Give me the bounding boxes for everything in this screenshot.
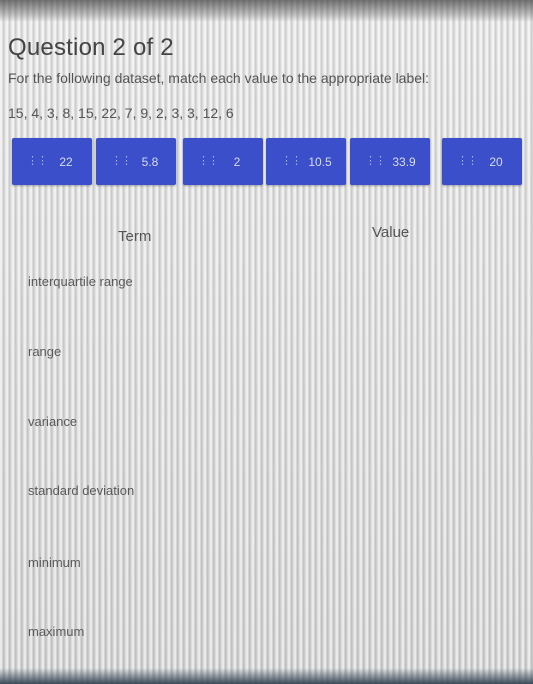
answer-chip-22[interactable]: ⋮⋮ 22 bbox=[12, 138, 92, 185]
value-column-header: Value bbox=[372, 224, 410, 241]
answer-chip-bank: ⋮⋮ 22 ⋮⋮ 5.8 ⋮⋮ 2 ⋮⋮ 10.5 ⋮⋮ 33.9 ⋮⋮ 20 bbox=[12, 138, 524, 186]
term-variance: variance bbox=[28, 414, 78, 429]
term-minimum: minimum bbox=[28, 555, 81, 570]
question-instructions: For the following dataset, match each va… bbox=[8, 70, 430, 86]
chip-value: 22 bbox=[59, 155, 73, 169]
screen-top-shadow bbox=[0, 0, 533, 22]
drop-zone-variance[interactable] bbox=[290, 404, 500, 444]
drop-zone-maximum[interactable] bbox=[290, 614, 500, 654]
answer-chip-2[interactable]: ⋮⋮ 2 bbox=[183, 138, 263, 185]
term-range: range bbox=[28, 344, 62, 359]
drag-handle-icon: ⋮⋮ bbox=[111, 155, 132, 167]
chip-value: 2 bbox=[233, 155, 241, 169]
answer-chip-33-9[interactable]: ⋮⋮ 33.9 bbox=[350, 138, 430, 185]
answer-chip-5-8[interactable]: ⋮⋮ 5.8 bbox=[96, 138, 176, 185]
drag-handle-icon: ⋮⋮ bbox=[281, 155, 302, 167]
chip-value: 10.5 bbox=[308, 155, 332, 169]
chip-value: 5.8 bbox=[141, 155, 159, 169]
chip-value: 20 bbox=[489, 155, 503, 169]
term-maximum: maximum bbox=[28, 624, 85, 639]
dataset-values: 15, 4, 3, 8, 15, 22, 7, 9, 2, 3, 3, 12, … bbox=[8, 105, 234, 121]
drag-handle-icon: ⋮⋮ bbox=[365, 155, 386, 167]
term-standard-deviation: standard deviation bbox=[28, 483, 135, 498]
screen-bottom-edge bbox=[0, 668, 533, 684]
term-interquartile-range: interquartile range bbox=[28, 274, 133, 289]
term-column-header: Term bbox=[118, 228, 152, 245]
answer-chip-10-5[interactable]: ⋮⋮ 10.5 bbox=[266, 138, 346, 185]
drop-zone-interquartile-range[interactable] bbox=[290, 264, 500, 304]
drag-handle-icon: ⋮⋮ bbox=[27, 155, 48, 167]
drop-zone-range[interactable] bbox=[290, 334, 500, 374]
drop-zone-minimum[interactable] bbox=[290, 545, 500, 585]
drag-handle-icon: ⋮⋮ bbox=[457, 155, 478, 167]
drop-zone-standard-deviation[interactable] bbox=[290, 473, 500, 513]
question-title: Question 2 of 2 bbox=[8, 34, 174, 61]
drag-handle-icon: ⋮⋮ bbox=[198, 155, 219, 167]
answer-chip-20[interactable]: ⋮⋮ 20 bbox=[442, 138, 522, 185]
chip-value: 33.9 bbox=[392, 155, 416, 169]
